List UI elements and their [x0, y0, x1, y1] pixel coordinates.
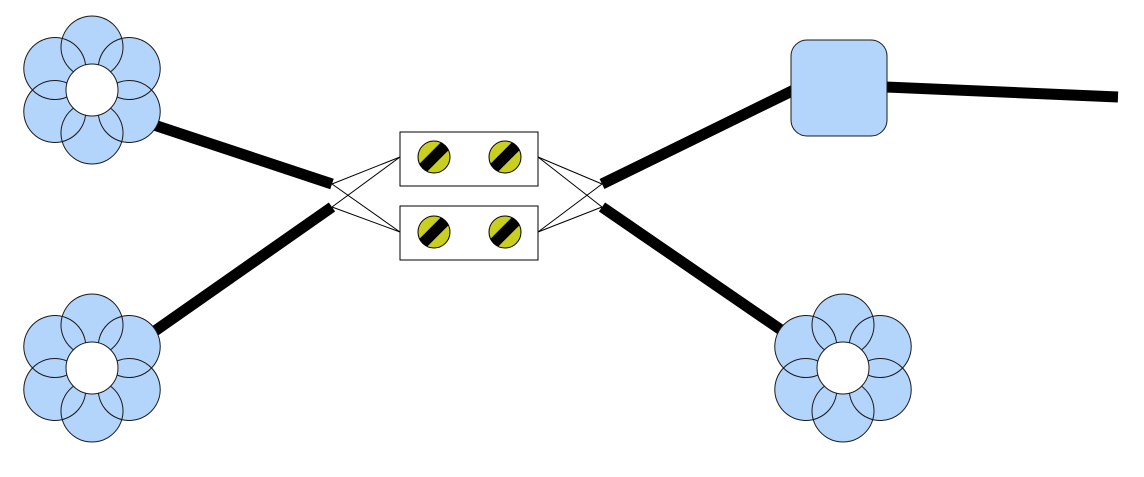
thin-link — [537, 156, 603, 185]
port-icon — [488, 140, 522, 174]
port-icon — [417, 215, 451, 249]
link-far-right — [884, 81, 1119, 103]
thin-link — [537, 183, 603, 233]
port-icon — [417, 140, 451, 174]
thin-link — [331, 156, 401, 208]
link-top-left — [146, 117, 334, 190]
connector-panel-top — [399, 131, 539, 187]
flower-icon — [23, 293, 161, 443]
thin-link — [331, 183, 401, 233]
flower-icon — [774, 293, 912, 443]
thin-link — [537, 156, 603, 208]
port-icon — [488, 215, 522, 249]
link-bottom-left — [148, 202, 336, 338]
link-bottom-right — [598, 202, 791, 339]
link-top-right — [599, 85, 797, 189]
thick-links — [146, 81, 1119, 339]
thin-link — [537, 206, 603, 233]
thin-link — [331, 206, 401, 233]
rounded-square-icon — [790, 39, 888, 137]
thin-link — [331, 156, 401, 185]
connector-panel-bottom — [399, 205, 539, 261]
flower-icon — [23, 15, 161, 165]
thin-links — [331, 156, 603, 233]
